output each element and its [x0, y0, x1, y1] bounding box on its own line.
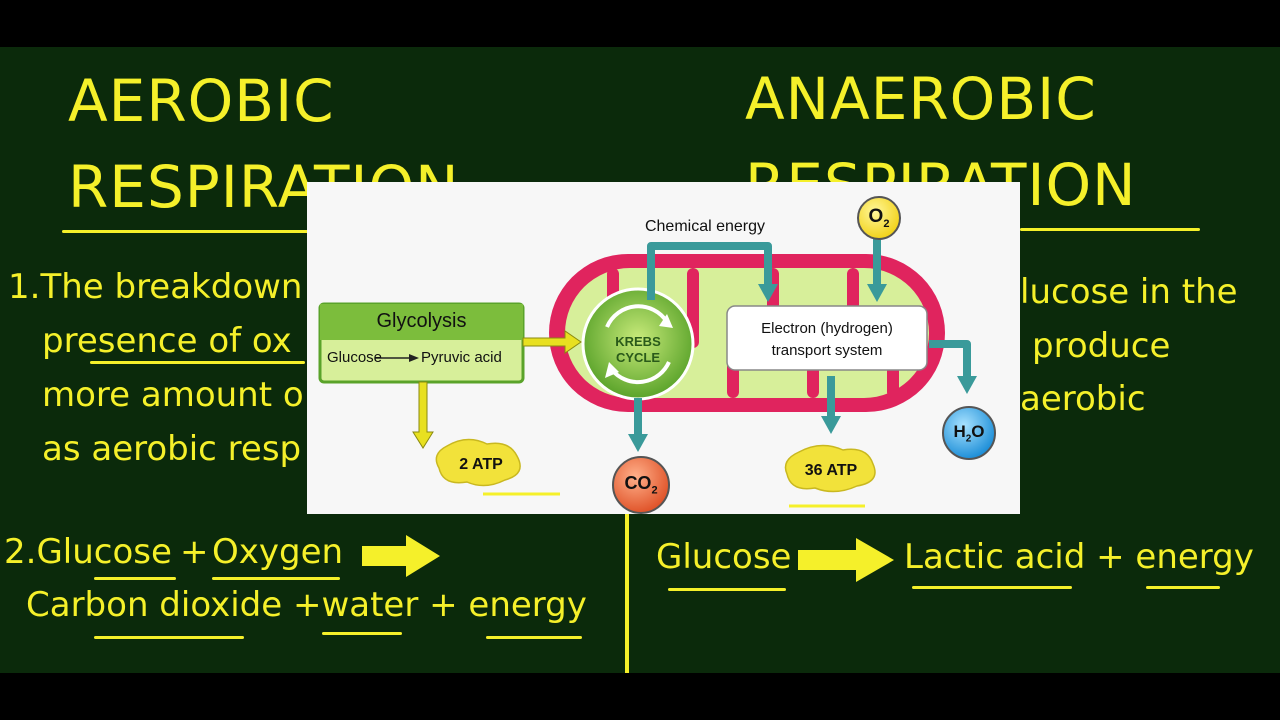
o2-symbol: O	[868, 206, 884, 227]
diagram-graphics	[318, 196, 996, 514]
aerobic-point1-line4: as aerobic resp	[42, 429, 302, 469]
h2o-label: H2O	[943, 422, 995, 444]
energy-underline	[486, 636, 582, 639]
presence-underline	[90, 361, 305, 364]
carbon-dioxide-underline	[94, 636, 244, 639]
anaerobic-point1-line2: produce	[1032, 326, 1171, 366]
anaerobic-heading-underline	[1020, 228, 1200, 231]
anaerobic-point1-line1: lucose in the	[1020, 272, 1238, 312]
aerobic-point1-line2: presence of ox	[42, 321, 292, 361]
lactic-acid-underline	[912, 586, 1072, 589]
aerobic-heading-underline	[62, 230, 312, 233]
aerobic-point1-line1: 1.The breakdown	[8, 267, 303, 307]
glycolysis-glucose: Glucose	[327, 349, 383, 366]
aerobic-point1-line3: more amount o	[42, 375, 304, 415]
glycolysis-header	[320, 304, 523, 340]
anaerobic-yield-arrow	[798, 538, 894, 582]
anaerobic-point1-line3: aerobic	[1020, 379, 1146, 419]
co2-label: CO2	[615, 473, 667, 497]
glycolysis-title: Glycolysis	[376, 310, 467, 332]
aerobic-yield-arrow	[362, 535, 440, 577]
aerobic-equation-oxygen: Oxygen	[212, 532, 344, 572]
column-divider	[625, 513, 629, 673]
electron-transport-line1: Electron (hydrogen)	[761, 320, 893, 337]
electron-transport-box	[726, 305, 928, 371]
atp-etc-label: 36 ATP	[804, 462, 858, 479]
glucose-underline	[94, 577, 176, 580]
water-underline	[322, 632, 402, 635]
h2o-molecule	[942, 406, 996, 460]
h2o-subscript: 2	[965, 433, 972, 445]
anaerobic-heading: ANAEROBIC	[745, 65, 1097, 133]
aerobic-equation-glucose: 2.Glucose	[4, 532, 172, 572]
co2-molecule	[612, 456, 670, 514]
aerobic-heading: AEROBIC	[68, 67, 335, 135]
h2o-o: O	[971, 422, 985, 441]
chemical-energy-label: Chemical energy	[644, 218, 766, 235]
anaerobic-equation-glucose: Glucose	[656, 537, 792, 577]
anaerobic-equation-products: Lactic acid + energy	[904, 537, 1254, 577]
electron-transport-line2: transport system	[771, 342, 883, 359]
teal-arrowheads	[628, 284, 977, 452]
o2-molecule	[857, 196, 901, 240]
anaerobic-energy-underline	[1146, 586, 1220, 589]
atp-etc-blob	[784, 444, 876, 493]
o2-subscript: 2	[883, 217, 890, 230]
atp-glycolysis-label: 2 ATP	[459, 456, 503, 473]
krebs-label-line1: KREBS	[615, 334, 661, 349]
h2o-h: H	[953, 422, 966, 441]
glycolysis-pyruvic-acid: Pyruvic acid	[421, 349, 502, 366]
o2-label: O2	[859, 206, 899, 230]
atp-glycolysis-blob	[435, 438, 521, 487]
co2-symbol: CO	[624, 473, 652, 493]
krebs-label-line2: CYCLE	[615, 350, 661, 365]
aerobic-equation-plus: +	[180, 532, 209, 572]
glycolysis-arrows	[412, 330, 582, 449]
aerobic-equation-products: Carbon dioxide +water + energy	[26, 585, 587, 625]
anaerobic-glucose-underline	[668, 588, 786, 591]
oxygen-underline	[212, 577, 340, 580]
co2-subscript: 2	[651, 484, 658, 497]
respiration-diagram: Chemical energy O2 Glycolysis Glucose Py…	[307, 182, 1020, 514]
